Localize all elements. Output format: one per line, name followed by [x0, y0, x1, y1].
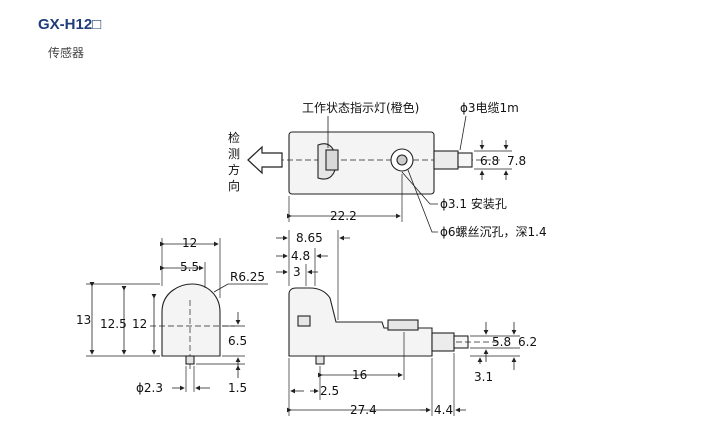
indicator-label: 工作状态指示灯(橙色) — [302, 100, 419, 115]
dim-side-h2: 12.5 — [100, 317, 127, 331]
cable-label: ϕ3电缆1m — [460, 101, 519, 115]
dim-side-w1: 12 — [182, 236, 197, 250]
direction-char-2: 测 — [228, 147, 240, 161]
dim-front-h3: 3.1 — [474, 370, 493, 384]
dim-side-pin-h: 1.5 — [228, 381, 247, 395]
mount-hole-label: ϕ3.1 安装孔 — [440, 196, 507, 211]
page-subtitle: 传感器 — [48, 46, 85, 60]
direction-char-3: 方 — [228, 162, 240, 177]
side-view-body — [161, 283, 221, 357]
front-view-body — [288, 287, 433, 357]
side-pin — [185, 355, 195, 365]
dim-top-h1: 6.8 — [480, 154, 499, 168]
dim-side-h1: 13 — [76, 313, 91, 327]
top-view — [247, 115, 512, 233]
direction-char-1: 检 — [228, 130, 240, 145]
dim-front-h1: 5.8 — [492, 335, 511, 349]
top-cable — [433, 150, 459, 170]
dim-front-e: 2.5 — [320, 384, 339, 398]
page-title: GX-H12□ — [38, 16, 102, 33]
dim-side-w2: 5.5 — [180, 260, 199, 274]
dim-radius: R6.25 — [230, 270, 265, 284]
dim-top-h2: 7.8 — [507, 154, 526, 168]
direction-char-4: 向 — [228, 178, 240, 193]
dim-side-h3: 12 — [132, 317, 147, 331]
dim-front-h2: 6.2 — [518, 335, 537, 349]
dim-front-d: 16 — [352, 368, 367, 382]
screw-hole-label: ϕ6螺丝沉孔，深1.4 — [440, 225, 547, 239]
dim-front-a: 8.65 — [296, 231, 323, 245]
front-view — [276, 230, 520, 416]
dim-front-b: 4.8 — [291, 249, 310, 263]
dim-front-tail: 4.4 — [434, 403, 453, 417]
front-pin — [315, 355, 325, 365]
side-view — [86, 238, 268, 392]
dim-front-len: 27.4 — [350, 403, 377, 417]
detection-arrow — [247, 145, 283, 175]
dim-top-width: 22.2 — [330, 209, 357, 223]
front-cable — [431, 332, 455, 352]
dim-front-c: 3 — [293, 265, 301, 279]
dim-side-h4: 6.5 — [228, 334, 247, 348]
dim-side-pin: ϕ2.3 — [136, 381, 163, 395]
